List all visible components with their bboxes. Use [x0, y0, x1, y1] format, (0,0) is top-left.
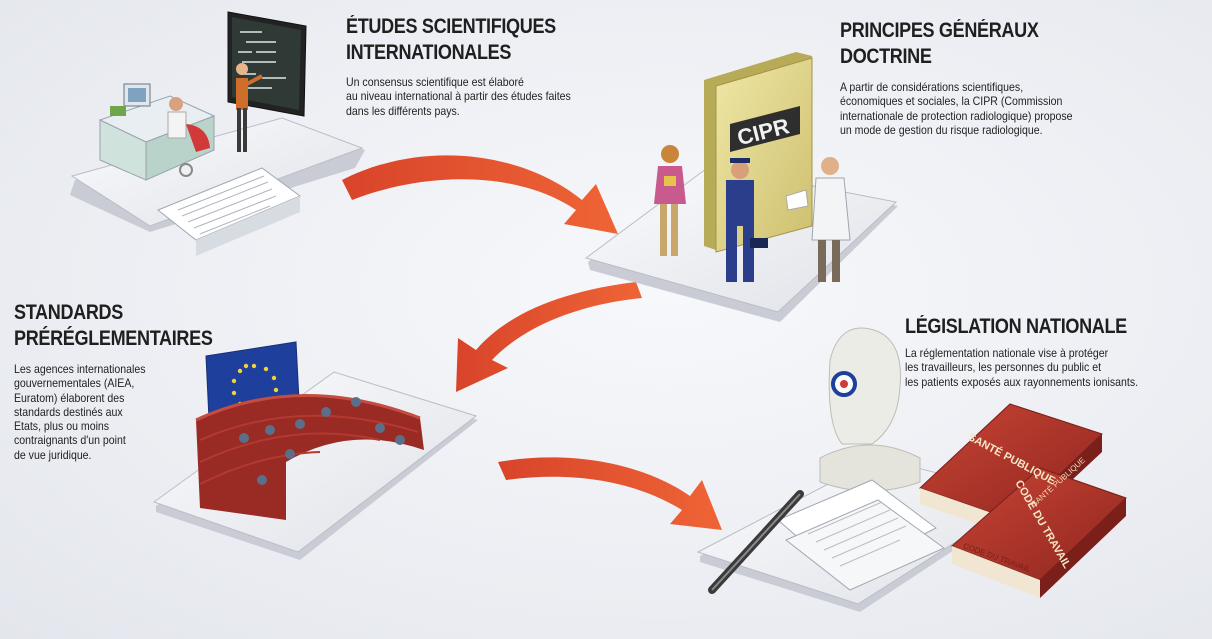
section-principes: PRINCIPES GÉNÉRAUX DOCTRINE A partir de … [840, 18, 1104, 137]
researcher-chair [167, 97, 210, 177]
arrow-standards-to-legislation [498, 457, 722, 530]
amphitheater [195, 394, 424, 520]
book-code-du-travail [951, 467, 1127, 598]
section-etudes-text: Un consensus scientifique est élaboré au… [346, 75, 571, 118]
section-legislation: LÉGISLATION NATIONALE La réglementation … [905, 314, 1170, 389]
section-standards: STANDARDS PRÉRÉGLEMENTAIRES Les agences … [14, 300, 245, 462]
section-principes-title: PRINCIPES GÉNÉRAUX DOCTRINE [840, 19, 1039, 68]
section-legislation-title: LÉGISLATION NATIONALE [905, 315, 1127, 338]
citizen-woman [654, 145, 686, 256]
teacher-figure [236, 63, 263, 152]
marianne-bust [819, 327, 921, 492]
section-legislation-text: La réglementation nationale vise à proté… [905, 346, 1139, 389]
desk-with-computer [98, 83, 216, 181]
arrow-principes-to-standards [456, 282, 642, 392]
arrow-etudes-to-principes [342, 155, 618, 234]
cipr-book [704, 52, 813, 253]
section-etudes: ÉTUDES SCIENTIFIQUES INTERNATIONALES Un … [346, 14, 602, 118]
worker-figure [726, 158, 768, 282]
section-etudes-title: ÉTUDES SCIENTIFIQUES INTERNATIONALES [346, 15, 556, 64]
scientific-paper [157, 167, 302, 256]
doctor-figure [785, 157, 851, 282]
section-standards-title: STANDARDS PRÉRÉGLEMENTAIRES [14, 301, 213, 350]
section-principes-text: A partir de considérations scientifiques… [840, 80, 1073, 137]
section-standards-text: Les agences internationales gouvernement… [14, 362, 146, 462]
law-document-and-pen [708, 479, 945, 594]
